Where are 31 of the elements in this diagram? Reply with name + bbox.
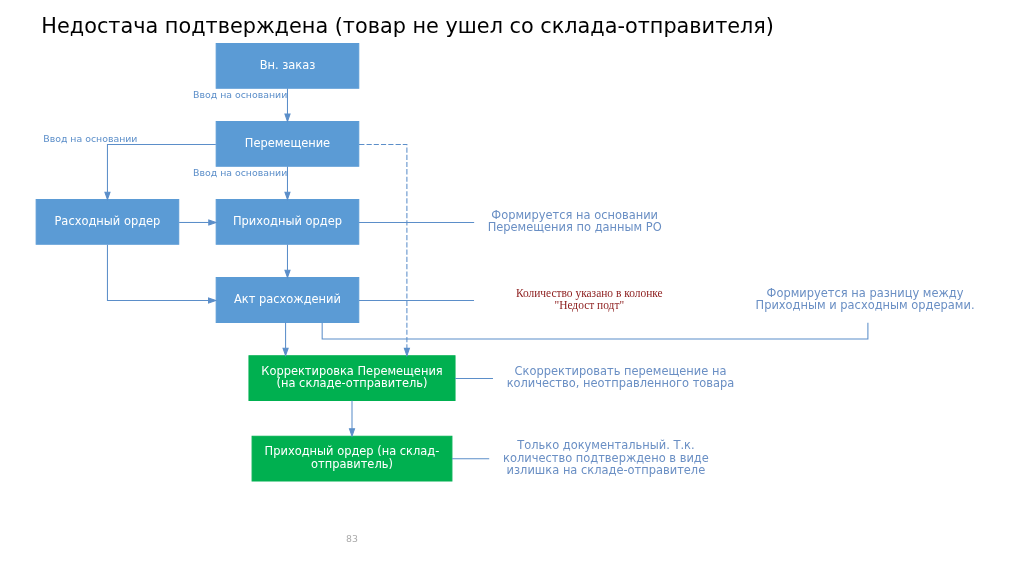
arrow [348,400,356,438]
arrow [282,322,289,358]
edge-label: Ввод на основании [43,132,138,144]
node-box: Приходный ордер (на склад-отправитель) [251,435,453,482]
node-box: Расходный ордер [35,199,180,245]
node-text: Количество указано в колонке "Недост подт" [515,286,663,312]
connector [358,221,475,223]
node-box: Приходный ордер [215,199,360,245]
node-box: Акт расхождений [215,277,360,323]
arrow [104,143,217,202]
node-text: Скорректировать перемещение на количество, неотправленного товара [506,363,735,391]
node-box: Перемещение [215,121,360,167]
connector [454,378,494,380]
node-text: Формируется на основании Перемещения по данным РО [487,207,662,235]
connector [321,322,869,340]
connector [358,300,475,302]
label: 83 [346,532,358,544]
arrow [284,165,291,201]
edge-label: Ввод на основании [193,89,288,101]
arrow [358,143,411,358]
arrow [284,87,291,123]
diagram-title: Недостача подтверждена (товар не ушел со склада-отправителя) [41,14,774,39]
arrow [178,219,218,226]
node-box: Корректировка Перемещения (на складе-отправитель) [248,355,456,401]
node-text: Формируется на разницу между Приходным и расходным ордерами. [755,285,975,313]
node-text: Только документальный. Т.к. количество подтверждено в виде излишка на складе-отправителе [503,438,709,478]
connector [451,458,490,460]
edge-label: Ввод на основании [193,167,288,179]
node-box: Вн. заказ [215,42,360,89]
arrow [284,244,291,280]
arrow [106,244,218,304]
